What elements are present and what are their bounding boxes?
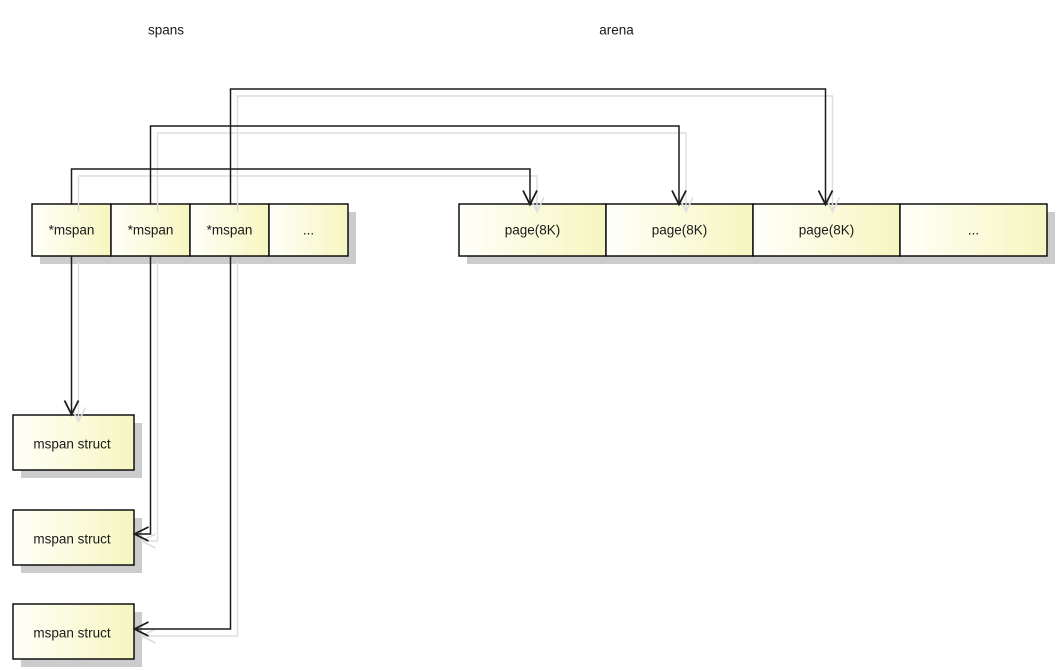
mspan-struct-label: mspan struct [33, 626, 111, 641]
spans-cell [268, 203, 349, 257]
spans-cell [189, 203, 270, 257]
mspan-struct-box [12, 509, 135, 566]
mspan-struct-labels: mspan struct mspan struct mspan struct [33, 437, 111, 641]
page-cell-label: page(8K) [505, 223, 561, 238]
connector-shadow-lines [77, 95, 834, 637]
spans-region-label: spans [148, 23, 184, 38]
mspan-struct-boxes [12, 414, 135, 660]
spans-row-labels: *mspan *mspan *mspan ... [49, 223, 315, 238]
connector-lines [70, 88, 827, 630]
spans-cell [31, 203, 112, 257]
arena-row-labels: page(8K) page(8K) page(8K) ... [505, 223, 979, 238]
spans-cell [110, 203, 191, 257]
box-drop-shadows [21, 212, 1055, 667]
spans-cell-label: *mspan [207, 223, 253, 238]
arena-region-label: arena [599, 23, 634, 38]
page-cell [899, 203, 1048, 257]
spans-cell-label: ... [303, 223, 314, 238]
arena-row [458, 203, 1048, 257]
page-cell-label: page(8K) [799, 223, 855, 238]
spans-cell-label: *mspan [128, 223, 174, 238]
spans-row [31, 203, 349, 257]
mspan-struct-box [12, 414, 135, 471]
page-cell-label: page(8K) [652, 223, 708, 238]
page-cell [458, 203, 607, 257]
page-cell-label: ... [968, 223, 979, 238]
arrowhead-shadows [70, 196, 841, 644]
mspan-struct-label: mspan struct [33, 437, 111, 452]
mspan-struct-label: mspan struct [33, 532, 111, 547]
spans-cell-label: *mspan [49, 223, 95, 238]
mspan-struct-box [12, 603, 135, 660]
